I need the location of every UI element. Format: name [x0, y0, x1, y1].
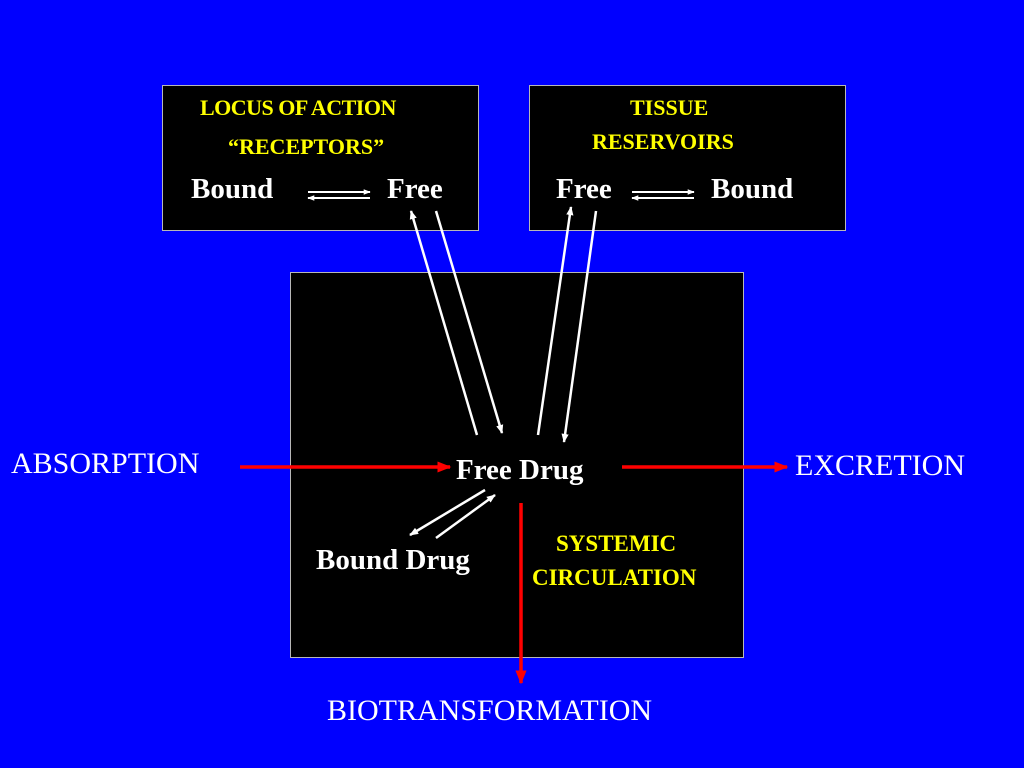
locus-title-line2: “RECEPTORS”: [228, 134, 385, 159]
bound-drug-to-free-drug-arrow: [435, 493, 496, 540]
absorption-label: ABSORPTION: [11, 447, 200, 480]
tissue-bound-label: Bound: [711, 173, 794, 205]
free-drug-to-receptors-arrow: [409, 210, 479, 436]
systemic-circulation-box: [290, 272, 744, 658]
tissue-reservoirs-box: [529, 85, 846, 231]
locus-free-label: Free: [387, 173, 443, 205]
locus-title-line1: LOCUS OF ACTION: [200, 95, 396, 120]
bound-drug-label: Bound Drug: [316, 544, 470, 576]
receptors-to-free-drug-arrow: [434, 210, 504, 434]
free-drug-to-bound-drug-arrow: [409, 488, 486, 537]
tissue-title-line2: RESERVOIRS: [592, 129, 734, 154]
locus-bound-label: Bound: [191, 173, 274, 205]
biotransformation-label: BIOTRANSFORMATION: [327, 694, 653, 727]
tissue-to-free-drug-arrow: [561, 210, 598, 443]
free-drug-to-tissue-arrow: [536, 206, 574, 436]
locus-of-action-box: [162, 85, 479, 231]
tissue-free-label: Free: [556, 173, 612, 205]
systemic-label-line1: SYSTEMIC: [556, 531, 677, 556]
free-drug-label: Free Drug: [456, 454, 584, 486]
tissue-title-line1: TISSUE: [630, 95, 709, 120]
systemic-label-line2: CIRCULATION: [532, 565, 697, 590]
excretion-label: EXCRETION: [795, 449, 965, 482]
